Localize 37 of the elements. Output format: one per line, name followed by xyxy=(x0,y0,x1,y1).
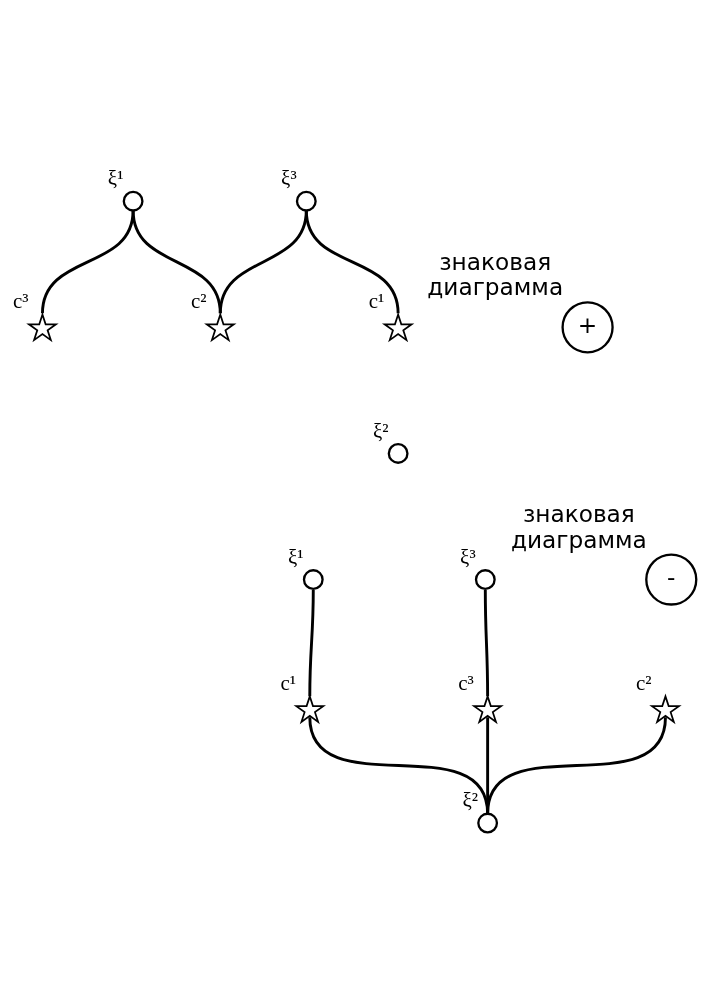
node-circle xyxy=(474,569,496,590)
node-circle xyxy=(302,569,324,590)
node-star xyxy=(471,693,504,725)
node-label: ξ¹ xyxy=(107,166,124,191)
node-label: диаграмма xyxy=(427,273,564,301)
node-label: ξ³ xyxy=(460,544,476,569)
node-label: ξ² xyxy=(462,788,478,813)
node-label: c³ xyxy=(458,670,474,695)
connector xyxy=(41,210,135,314)
connector xyxy=(308,717,490,814)
node-label: c² xyxy=(190,289,207,314)
node-label: ξ² xyxy=(372,418,389,443)
node-label: ξ³ xyxy=(281,166,297,191)
node-circle xyxy=(387,442,409,464)
node-star xyxy=(26,311,59,343)
connector xyxy=(304,210,400,314)
node-label: c² xyxy=(636,670,652,695)
connector xyxy=(483,590,490,697)
node-label: c¹ xyxy=(368,289,385,314)
node-star xyxy=(204,311,237,343)
node-circle xyxy=(295,190,317,212)
node-label: диаграмма xyxy=(510,525,647,553)
connector xyxy=(308,590,315,697)
node-circle xyxy=(477,812,499,834)
node-label: c¹ xyxy=(280,670,296,695)
node-label: ξ¹ xyxy=(288,544,304,569)
connector xyxy=(486,717,490,814)
node-circle: - xyxy=(645,553,698,606)
node-star xyxy=(649,693,682,725)
node-label: знаковая xyxy=(522,500,635,527)
node-circle xyxy=(122,190,144,212)
node-circle: + xyxy=(561,301,614,354)
node-star xyxy=(381,311,415,343)
node-label: c³ xyxy=(13,289,29,314)
node-star xyxy=(293,693,326,725)
node-label: знаковая xyxy=(439,247,552,275)
connector xyxy=(486,717,667,814)
